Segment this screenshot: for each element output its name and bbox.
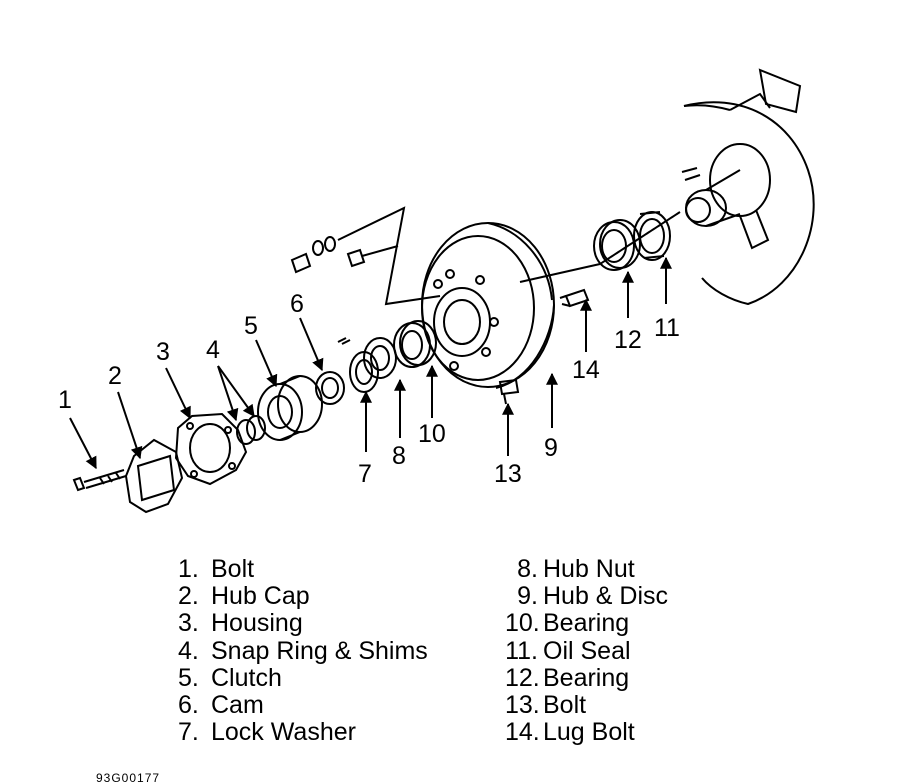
legend-left-column: 1. Bolt 2. Hub Cap 3. Housing 4. Snap Ring &… — [178, 555, 428, 746]
callout-1-arrow — [69, 417, 97, 470]
callout-6-arrow — [299, 317, 324, 372]
legend-number: 2. — [178, 582, 199, 611]
callout-5-arrow — [255, 339, 278, 388]
bolt-13 — [498, 378, 520, 405]
legend-text: Hub Cap — [211, 582, 310, 611]
legend-number: 14. — [505, 718, 540, 747]
legend-text: Snap Ring & Shims — [211, 636, 428, 665]
inner-bearing — [393, 320, 437, 368]
clutch — [257, 375, 323, 441]
callout-4a-arrow — [217, 365, 239, 422]
legend-item: 5. Clutch — [178, 663, 428, 692]
callout-8: 8 — [392, 442, 406, 470]
legend-text: Lug Bolt — [543, 718, 635, 747]
legend-number: 3. — [178, 609, 199, 638]
callout-12: 12 — [614, 326, 642, 354]
legend-number: 5. — [178, 663, 199, 692]
oil-seal — [633, 211, 671, 261]
legend-item: 12.Bearing — [505, 663, 668, 692]
legend-text: Bolt — [543, 691, 587, 720]
hub-fasteners — [290, 206, 441, 306]
callout-5: 5 — [244, 312, 258, 340]
legend-text: Housing — [211, 609, 303, 638]
legend-item: 11.Oil Seal — [505, 636, 668, 665]
legend-number: 7. — [178, 718, 199, 747]
hub-cap — [124, 438, 184, 514]
callout-13: 13 — [494, 460, 522, 488]
legend-text: Lock Washer — [211, 718, 356, 747]
legend-item: 9.Hub & Disc — [505, 583, 668, 610]
legend-item: 7. Lock Washer — [178, 719, 428, 746]
figure-code: 93G00177 — [96, 771, 161, 784]
cam — [315, 371, 345, 405]
callout-3: 3 — [156, 338, 170, 366]
legend-item: 4. Snap Ring & Shims — [178, 636, 428, 665]
legend-item: 8.Hub Nut — [505, 555, 668, 583]
legend-text: Oil Seal — [543, 636, 631, 665]
legend-item: 10.Bearing — [505, 610, 668, 637]
legend-text: Bearing — [543, 609, 630, 638]
legend-text: Bolt — [211, 555, 255, 583]
legend-text: Clutch — [211, 663, 282, 692]
hub-nut — [363, 337, 397, 379]
knuckle-backing-plate — [681, 68, 815, 306]
legend-number: 12. — [505, 663, 540, 692]
legend-item: 6. Cam — [178, 691, 428, 720]
callout-4b-arrow — [217, 365, 255, 417]
housing — [174, 412, 248, 486]
callout-11: 11 — [654, 314, 680, 342]
legend-number: 13. — [505, 691, 540, 720]
callout-9: 9 — [544, 434, 558, 462]
hub-and-disc — [421, 222, 601, 389]
legend-item: 2. Hub Cap — [178, 583, 428, 610]
callout-7: 7 — [358, 460, 372, 488]
legend-text: Hub & Disc — [543, 582, 669, 611]
legend-number: 6. — [178, 691, 199, 720]
callout-3-arrow — [165, 367, 191, 420]
legend-item: 14.Lug Bolt — [505, 719, 668, 746]
callout-14: 14 — [572, 356, 600, 384]
legend-number: 11. — [505, 636, 538, 665]
bolt-1 — [72, 469, 127, 492]
legend-number: 1. — [178, 555, 199, 583]
legend-text: Hub Nut — [543, 555, 635, 583]
spindle-axis-line — [599, 211, 681, 265]
snap-ring-shims — [236, 415, 266, 445]
callout-2-arrow — [117, 391, 143, 460]
legend-text: Bearing — [543, 663, 630, 692]
legend-number: 9. — [517, 582, 538, 611]
legend-number: 10. — [505, 609, 540, 638]
legend-number: 4. — [178, 636, 199, 665]
callout-4: 4 — [206, 336, 220, 364]
legend-number: 8. — [517, 555, 538, 583]
legend-item: 3. Housing — [178, 610, 428, 637]
callout-6: 6 — [290, 290, 304, 318]
callout-10: 10 — [418, 420, 446, 448]
callout-2: 2 — [108, 362, 122, 390]
hub-exploded-diagram: 1 2 3 4 5 6 7 8 9 10 11 12 13 14 — [58, 68, 815, 514]
callout-1: 1 — [58, 386, 72, 414]
legend-right-column: 8.Hub Nut 9.Hub & Disc 10.Bearing 11.Oil… — [505, 555, 668, 746]
legend-item: 1. Bolt — [178, 555, 428, 583]
legend-item: 13.Bolt — [505, 691, 668, 720]
lug-bolt — [559, 288, 590, 308]
legend-text: Cam — [211, 691, 264, 720]
